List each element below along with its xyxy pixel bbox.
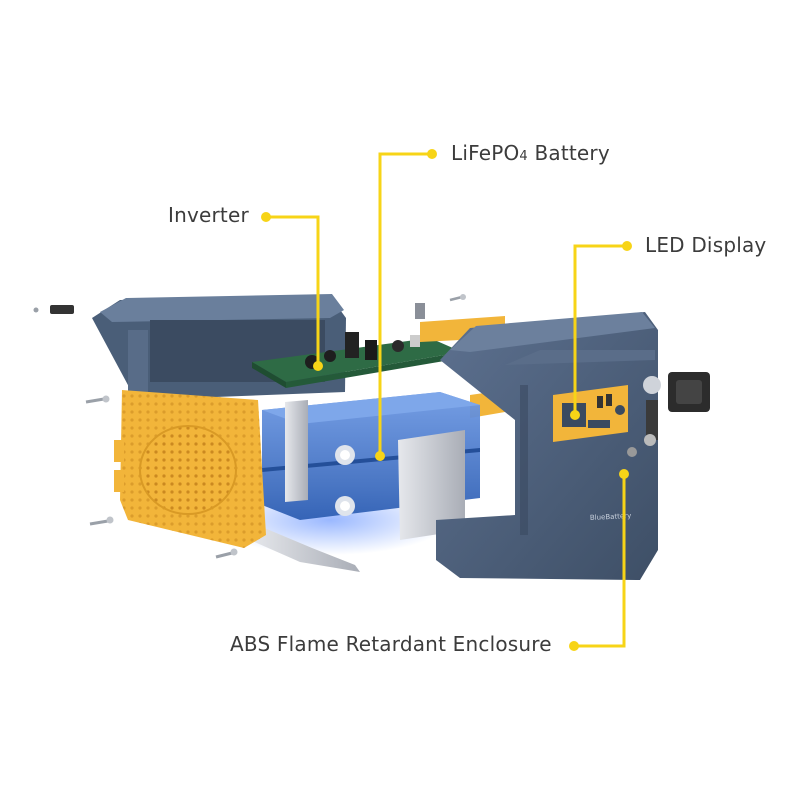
- leader-dots: [261, 149, 632, 651]
- battery-label-suffix: Battery: [527, 141, 610, 165]
- battery-leader-line: [378, 152, 434, 458]
- enclosure-leader-line: [572, 472, 626, 648]
- battery-label-main: LiFePO: [451, 141, 520, 165]
- display-callout-label: LED Display: [645, 233, 767, 257]
- latch-icon: [33, 305, 74, 314]
- inverter-callout-label: Inverter: [168, 203, 249, 227]
- leader-lines: [264, 152, 629, 648]
- ac-outlet-icon: [643, 372, 710, 412]
- battery-pack: [210, 392, 480, 572]
- dc-plugs-icon: [627, 400, 658, 457]
- screw-icon: [85, 395, 110, 404]
- screw-icon: [89, 516, 114, 526]
- inverter-pcb: [252, 332, 462, 388]
- device-brand-mark: BlueBattery: [590, 512, 632, 522]
- screw-icon: [215, 548, 238, 559]
- enclosure-callout-label: ABS Flame Retardant Enclosure: [230, 632, 552, 656]
- screw-icon: [415, 303, 425, 319]
- screw-icon: [449, 294, 466, 302]
- battery-label-subscript: 4: [519, 149, 528, 164]
- inverter-leader-line: [264, 215, 320, 368]
- display-leader-line: [573, 244, 629, 417]
- front-enclosure: BlueBattery: [436, 312, 710, 580]
- battery-callout-label: LiFePO4 Battery: [451, 141, 610, 165]
- side-vent-panel: [114, 390, 266, 548]
